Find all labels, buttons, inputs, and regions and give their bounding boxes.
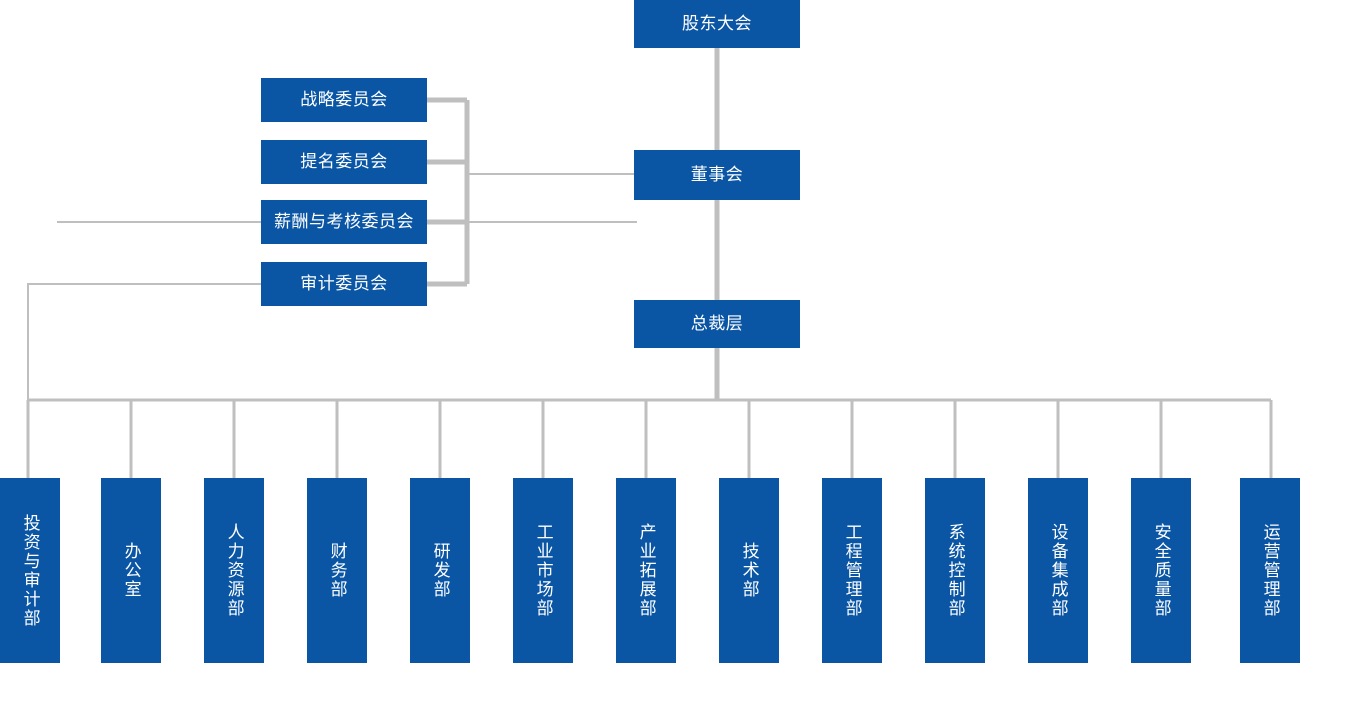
department-label: 设备集成部 [1048,523,1068,618]
department-label: 财务部 [327,542,347,599]
department-label: 工程管理部 [842,523,862,618]
node-committee-nomination[interactable]: 提名委员会 [261,140,427,184]
node-committee-audit[interactable]: 审计委员会 [261,262,427,306]
node-department-equipment-integration[interactable]: 设备集成部 [1028,478,1088,663]
node-department-operations-management[interactable]: 运营管理部 [1240,478,1300,663]
department-label: 安全质量部 [1151,523,1171,618]
node-department-engineering-management[interactable]: 工程管理部 [822,478,882,663]
edge-audit-to-investment [27,283,261,400]
node-department-investment-audit[interactable]: 投资与审计部 [0,478,60,663]
department-label: 系统控制部 [945,523,965,618]
node-department-safety-quality[interactable]: 安全质量部 [1131,478,1191,663]
node-department-human-resources[interactable]: 人力资源部 [204,478,264,663]
node-department-office[interactable]: 办公室 [101,478,161,663]
node-department-research-development[interactable]: 研发部 [410,478,470,663]
department-label: 投资与审计部 [20,513,40,628]
department-label: 人力资源部 [224,523,244,618]
node-department-technology[interactable]: 技术部 [719,478,779,663]
node-shareholders-meeting[interactable]: 股东大会 [634,0,800,48]
department-label: 办公室 [121,542,141,599]
node-committee-compensation[interactable]: 薪酬与考核委员会 [261,200,427,244]
department-label: 产业拓展部 [636,523,656,618]
node-department-finance[interactable]: 财务部 [307,478,367,663]
department-label: 研发部 [430,542,450,599]
department-label: 技术部 [739,542,759,599]
node-committee-strategy[interactable]: 战略委员会 [261,78,427,122]
node-department-system-control[interactable]: 系统控制部 [925,478,985,663]
node-board-of-directors[interactable]: 董事会 [634,150,800,200]
node-department-industrial-market[interactable]: 工业市场部 [513,478,573,663]
node-department-industry-expansion[interactable]: 产业拓展部 [616,478,676,663]
node-president-level[interactable]: 总裁层 [634,300,800,348]
department-label: 运营管理部 [1260,523,1280,618]
department-label: 工业市场部 [533,523,553,618]
